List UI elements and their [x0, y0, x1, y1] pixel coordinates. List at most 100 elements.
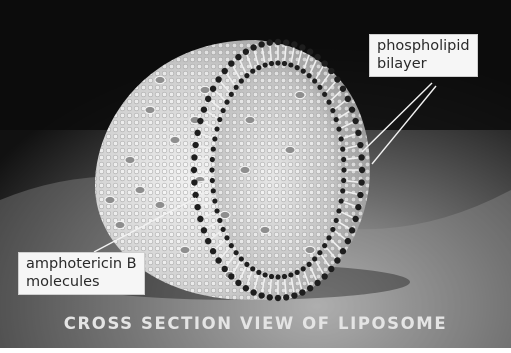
lipid-head: [321, 273, 327, 279]
lipid-head: [217, 117, 222, 122]
lipid-head: [191, 154, 197, 160]
lipid-head: [345, 238, 351, 244]
lipid-head: [345, 96, 351, 102]
lipid-head: [258, 292, 264, 298]
lipid-head: [340, 248, 346, 254]
lipid-head: [328, 266, 334, 272]
drug-callout-line-2: molecules: [26, 273, 137, 291]
lipid-head: [358, 154, 364, 160]
lipid-head: [215, 76, 221, 82]
lipid-head: [307, 262, 312, 267]
lipid-head: [299, 289, 305, 295]
lipid-head: [191, 179, 197, 185]
lipid-head: [321, 60, 327, 66]
lipid-head: [330, 108, 335, 113]
lipid-head: [355, 130, 361, 136]
bilayer-callout-line-2: bilayer: [377, 55, 470, 73]
drug-molecule-spot: [285, 146, 295, 153]
drug-molecule-spot: [155, 201, 165, 208]
lipid-head: [301, 69, 306, 74]
lipid-head: [334, 76, 340, 82]
lipid-head: [339, 198, 344, 203]
lipid-head: [330, 227, 335, 232]
drug-molecule-spot: [180, 246, 190, 253]
lipid-head: [250, 266, 255, 271]
lipid-head: [312, 78, 317, 83]
drug-molecule-spot: [170, 136, 180, 143]
lipid-head: [336, 126, 341, 131]
drug-molecule-spot: [125, 156, 135, 163]
drug-molecule-spot: [115, 221, 125, 228]
lipid-head: [228, 60, 234, 66]
lipid-head: [229, 243, 234, 248]
lipid-head: [229, 92, 234, 97]
drug-molecule-spot: [155, 76, 165, 83]
lipid-head: [352, 216, 358, 222]
lipid-head: [192, 142, 198, 148]
lipid-head: [239, 256, 244, 261]
lipid-head: [194, 204, 200, 210]
lipid-head: [299, 44, 305, 50]
lipid-head: [250, 289, 256, 295]
lipid-head: [334, 117, 339, 122]
lipid-head: [334, 218, 339, 223]
lipid-head: [194, 130, 200, 136]
lipid-head: [243, 49, 249, 55]
lipid-head: [357, 142, 363, 148]
lipid-head: [314, 280, 320, 286]
lipid-head: [221, 227, 226, 232]
lipid-head: [282, 61, 287, 66]
lipid-head: [210, 86, 216, 92]
lipid-head: [322, 92, 327, 97]
lipid-head: [228, 273, 234, 279]
drug-molecule-spot: [295, 91, 305, 98]
lipid-head: [275, 274, 280, 279]
drug-molecule-spot: [135, 186, 145, 193]
lipid-head: [340, 188, 345, 193]
lipid-head: [291, 292, 297, 298]
lipid-head: [275, 39, 281, 45]
inner-cavity-texture: [214, 66, 342, 274]
lipid-head: [256, 65, 261, 70]
lipid-head: [269, 274, 274, 279]
lipid-head: [295, 65, 300, 70]
lipid-head: [191, 167, 197, 173]
lipid-head: [263, 62, 268, 67]
drug-molecule-spot: [105, 196, 115, 203]
lipid-head: [341, 167, 346, 172]
lipid-head: [291, 41, 297, 47]
lipid-head: [341, 178, 346, 183]
lipid-head: [197, 118, 203, 124]
lipid-head: [210, 178, 215, 183]
lipid-head: [214, 208, 219, 213]
lipid-head: [211, 188, 216, 193]
lipid-head: [359, 167, 365, 173]
lipid-head: [243, 285, 249, 291]
lipid-head: [326, 235, 331, 240]
lipid-head: [358, 179, 364, 185]
lipid-head: [244, 73, 249, 78]
lipid-head: [222, 68, 228, 74]
lipid-head: [349, 227, 355, 233]
lipid-head: [197, 216, 203, 222]
lipid-head: [288, 62, 293, 67]
lipid-head: [328, 68, 334, 74]
lipid-head: [212, 136, 217, 141]
lipid-head: [209, 167, 214, 172]
drug-molecule-spot: [200, 86, 210, 93]
lipid-head: [340, 86, 346, 92]
lipid-head: [250, 44, 256, 50]
lipid-head: [301, 266, 306, 271]
lipid-head: [267, 294, 273, 300]
lipid-head: [250, 69, 255, 74]
lipid-head: [269, 61, 274, 66]
drug-molecule-spot: [145, 106, 155, 113]
lipid-head: [317, 250, 322, 255]
lipid-head: [288, 272, 293, 277]
drug-molecule-spot: [260, 226, 270, 233]
lipid-head: [212, 198, 217, 203]
lipid-head: [217, 218, 222, 223]
lipid-head: [205, 238, 211, 244]
lipid-head: [336, 208, 341, 213]
lipid-head: [352, 118, 358, 124]
